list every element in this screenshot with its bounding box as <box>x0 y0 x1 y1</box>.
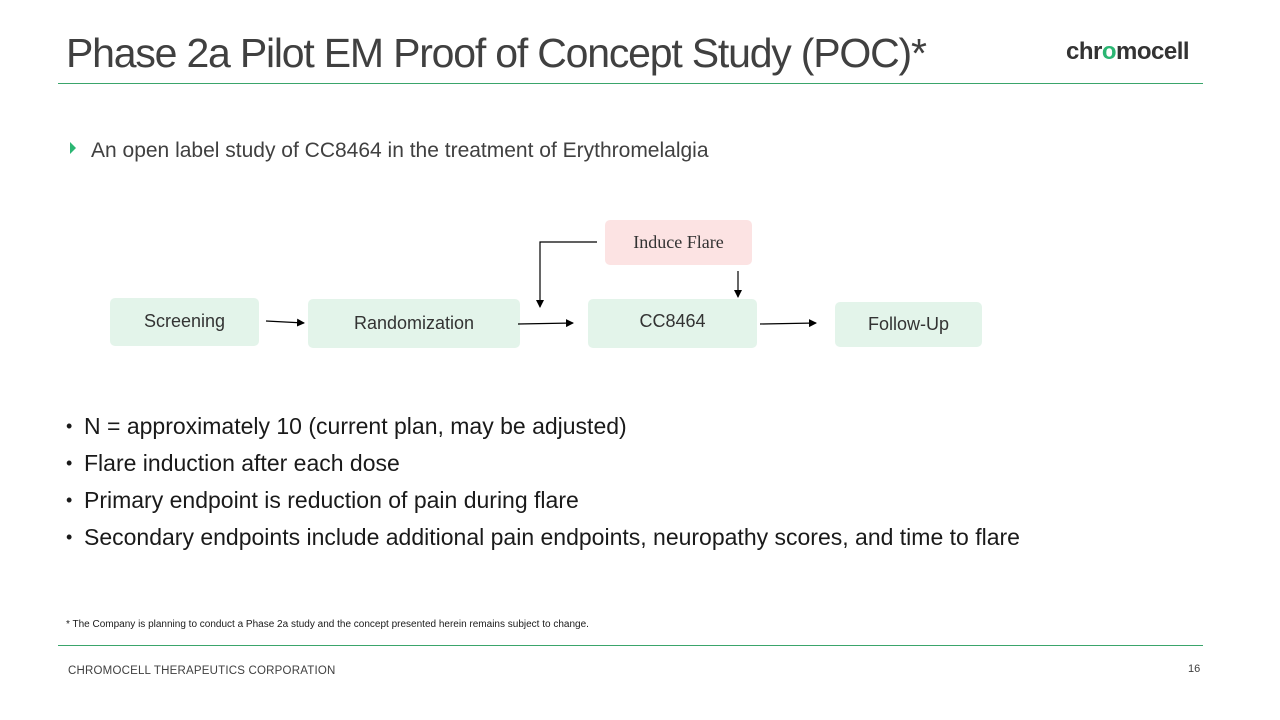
logo-text-start: chr <box>1066 38 1102 65</box>
logo-text-accent: o <box>1101 38 1117 65</box>
arrow-cc8464-to-follow-up <box>759 319 817 328</box>
induce-flare-box: Induce Flare <box>605 220 752 265</box>
key-points-list: • N = approximately 10 (current plan, may… <box>66 408 1020 556</box>
bullet-dot-icon: • <box>66 453 73 473</box>
list-item: • Primary endpoint is reduction of pain d… <box>66 482 1020 519</box>
list-item: • Flare induction after each dose <box>66 445 1020 482</box>
bullet-dot-icon: • <box>66 490 73 510</box>
bullet-dot-icon: • <box>66 527 73 547</box>
intro-bullet: An open label study of CC8464 in the tre… <box>70 139 709 163</box>
bullet-text: Flare induction after each dose <box>84 450 400 476</box>
bullet-text: N = approximately 10 (current plan, may … <box>84 413 627 439</box>
slide-title: Phase 2a Pilot EM Proof of Concept Study… <box>66 30 927 76</box>
chromocell-logo: chromocell <box>1066 38 1190 66</box>
arrow-screening-to-randomization <box>265 318 305 327</box>
header-divider <box>58 83 1203 84</box>
footer-divider <box>58 645 1203 646</box>
follow-up-box: Follow-Up <box>835 302 982 347</box>
randomization-label: Randomization <box>353 313 475 333</box>
arrow-randomization-to-cc8464 <box>517 319 574 328</box>
intro-text: An open label study of CC8464 in the tre… <box>91 139 709 162</box>
page-number: 16 <box>1188 663 1201 675</box>
cc8464-label: CC8464 <box>639 311 706 331</box>
footnote: * The Company is planning to conduct a P… <box>66 619 589 630</box>
bullet-dot-icon: • <box>66 416 73 436</box>
randomization-box: Randomization <box>308 299 520 348</box>
arrow-flare-to-cc8464-left <box>536 241 597 308</box>
list-item: • N = approximately 10 (current plan, may… <box>66 408 1020 445</box>
logo-text-end: mocell <box>1116 38 1190 65</box>
cc8464-box: CC8464 <box>588 299 757 348</box>
follow-up-label: Follow-Up <box>867 314 950 334</box>
company-name: CHROMOCELL THERAPEUTICS CORPORATION <box>68 665 336 677</box>
bullet-text: Secondary endpoints include additional p… <box>84 524 1020 550</box>
screening-box: Screening <box>110 298 259 346</box>
triangle-bullet-icon <box>70 142 76 154</box>
screening-label: Screening <box>143 310 226 331</box>
induce-flare-label: Induce Flare <box>633 232 724 252</box>
list-item: • Secondary endpoints include additional … <box>66 519 1020 556</box>
bullet-text: Primary endpoint is reduction of pain du… <box>84 487 579 513</box>
